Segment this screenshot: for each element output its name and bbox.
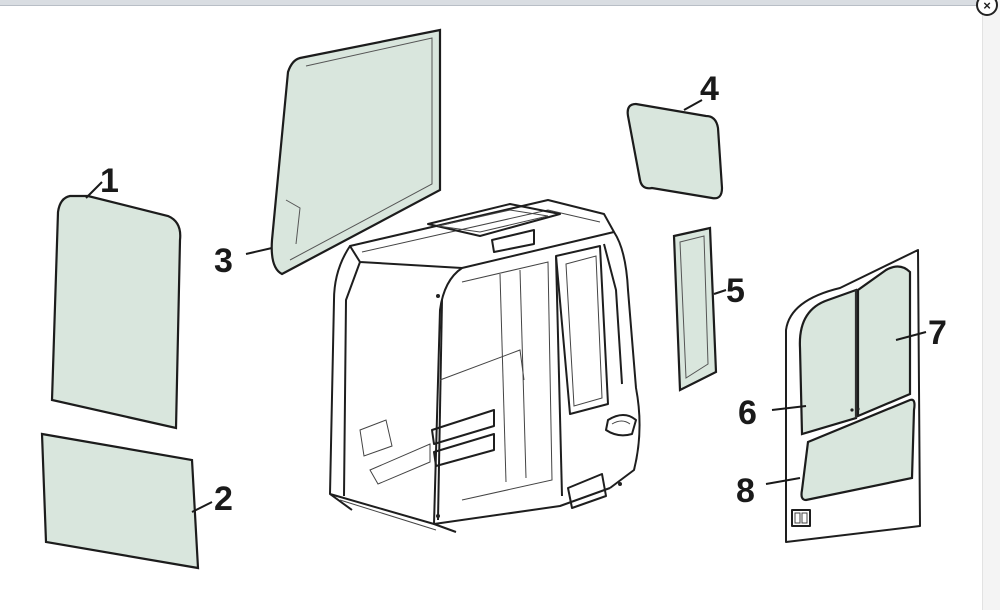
callout-4: 4	[683, 70, 719, 111]
callout-7-label: 7	[928, 314, 947, 352]
callout-6-label: 6	[738, 394, 757, 432]
window-top-edge	[0, 0, 980, 6]
callout-7: 7	[895, 314, 947, 352]
callout-4-label: 4	[700, 70, 719, 108]
callout-8-label: 8	[736, 472, 755, 510]
glass-panel-6[interactable]	[798, 288, 858, 436]
glass-panel-4[interactable]	[626, 102, 724, 200]
glass-panel-7[interactable]	[856, 265, 912, 418]
glass-panel-2[interactable]	[40, 432, 200, 570]
callout-8: 8	[736, 472, 801, 510]
callout-1: 1	[85, 162, 119, 200]
callout-2: 2	[191, 480, 233, 518]
callout-1-label: 1	[100, 162, 119, 200]
glass-panel-5[interactable]	[672, 226, 718, 392]
close-icon[interactable]: ×	[976, 0, 998, 16]
callout-5: 5	[713, 272, 745, 310]
callout-3-label: 3	[214, 242, 233, 280]
next-image-edge	[982, 0, 1000, 610]
callout-5-label: 5	[726, 272, 745, 310]
cab-frame	[329, 199, 641, 533]
callout-3: 3	[214, 242, 273, 280]
glass-panel-1[interactable]	[50, 194, 182, 430]
cab-door[interactable]	[785, 249, 921, 543]
callout-6: 6	[738, 394, 807, 432]
callout-2-label: 2	[214, 480, 233, 518]
glass-panel-8[interactable]	[800, 398, 916, 502]
glass-panel-3[interactable]	[270, 28, 442, 276]
